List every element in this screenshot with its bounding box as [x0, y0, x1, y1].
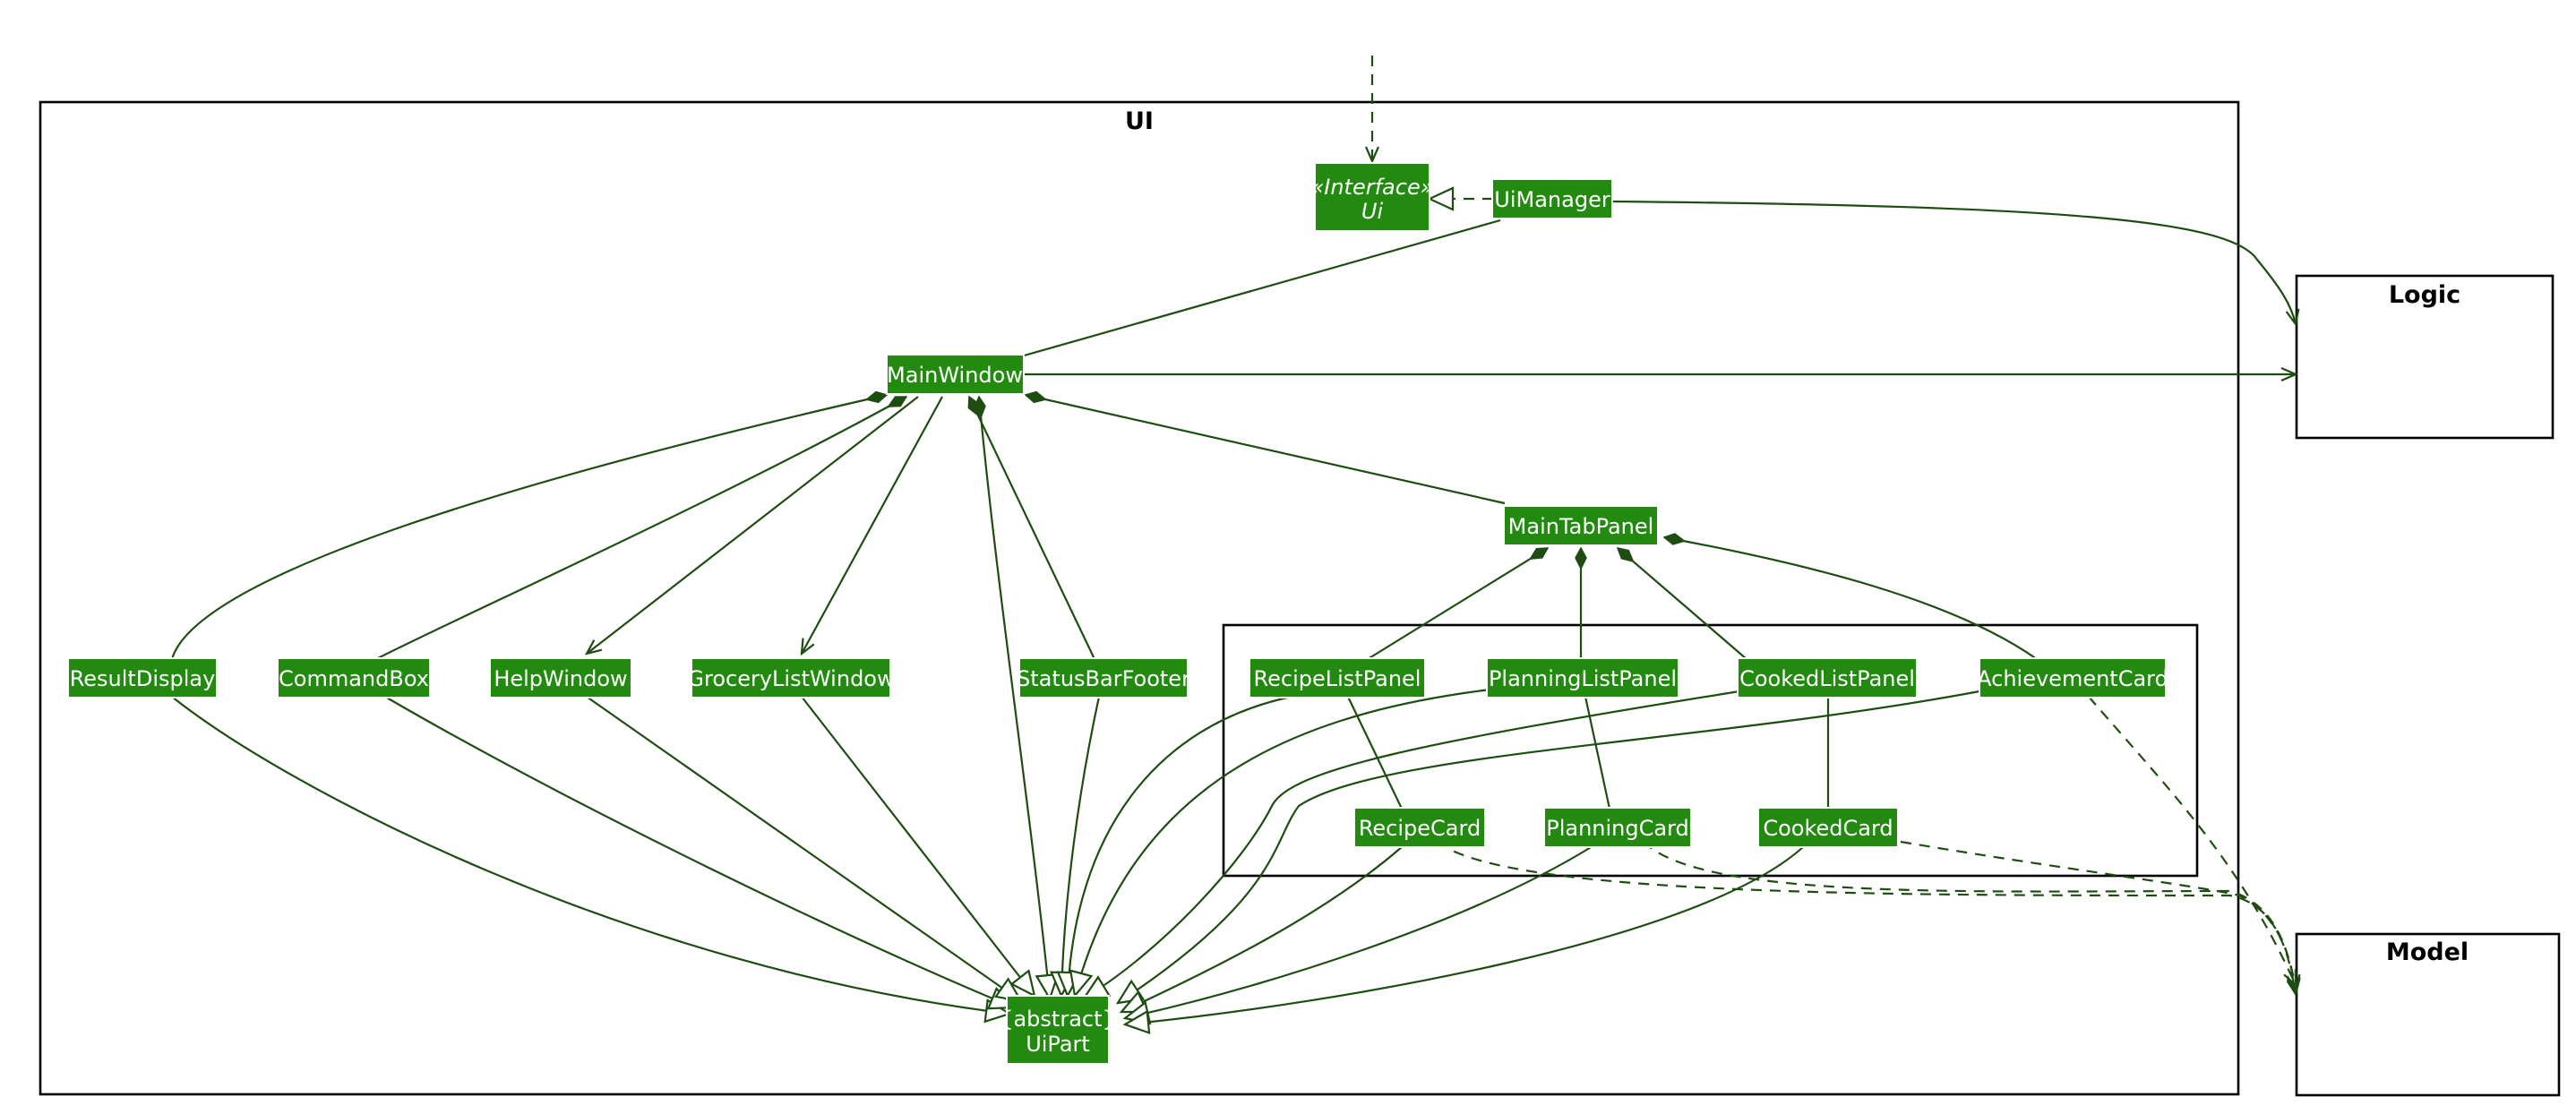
- logic-package-title: Logic: [2389, 281, 2460, 309]
- edge-recipelistpanel-uipart: [1068, 695, 1292, 996]
- edge-resultdisplay-uipart: [171, 696, 1009, 1014]
- edge-commandbox-uipart: [384, 696, 1014, 1007]
- edge-mainwindow-resultdisplay: [170, 395, 887, 660]
- help-window-name: HelpWindow: [494, 666, 627, 691]
- class-cooked-list-panel: CookedListPanel: [1737, 657, 1918, 698]
- class-recipe-card: RecipeCard: [1353, 807, 1486, 848]
- edge-maintabpanel-recipelistpanel: [1367, 547, 1548, 660]
- edge-recipelistpanel-recipecard: [1347, 696, 1403, 810]
- class-grocery-list-window: GroceryListWindow: [687, 657, 895, 698]
- edge-mainwindow-uipart: [979, 397, 1050, 998]
- edge-mainwindow-commandbox: [375, 396, 906, 660]
- ui-interface-name: Ui: [1361, 199, 1384, 224]
- edge-cookedcard-uipart: [1125, 845, 1805, 1024]
- class-main-tab-panel: MainTabPanel: [1503, 505, 1659, 546]
- class-command-box: CommandBox: [277, 657, 431, 698]
- tab-panel-container: [1222, 623, 2199, 878]
- edge-uimanager-mainwindow: [1020, 219, 1501, 358]
- logic-package: Logic: [2295, 274, 2555, 440]
- command-box-name: CommandBox: [279, 666, 429, 691]
- class-cooked-card: CookedCard: [1757, 807, 1899, 848]
- result-display-name: ResultDisplay: [70, 666, 216, 691]
- ui-interface-stereotype: «Interface»: [1310, 175, 1433, 200]
- edge-maintabpanel-cookedlistpanel: [1618, 548, 1747, 660]
- main-tab-panel-name: MainTabPanel: [1508, 514, 1654, 539]
- ui-package: UI: [39, 100, 2240, 1096]
- cooked-card-name: CookedCard: [1763, 816, 1893, 841]
- class-recipe-list-panel: RecipeListPanel: [1249, 657, 1426, 698]
- edge-planningcard-uipart: [1125, 845, 1593, 1018]
- edge-achievementcard-model: [2088, 696, 2296, 985]
- ui-part-modifier: {abstract}: [1000, 1007, 1116, 1032]
- edge-achievementcard-uipart: [1118, 690, 1980, 1003]
- status-bar-footer-name: StatusBarFooter: [1017, 666, 1190, 691]
- edge-uimanager-logic: [1611, 200, 2296, 324]
- edge-mainwindow-maintabpanel: [1026, 395, 1506, 505]
- model-package-title: Model: [2386, 938, 2469, 966]
- recipe-list-panel-name: RecipeListPanel: [1254, 666, 1421, 691]
- class-result-display: ResultDisplay: [67, 657, 218, 698]
- edge-mainwindow-helpwindow: [587, 396, 919, 654]
- model-package: Model: [2295, 932, 2561, 1097]
- class-status-bar-footer: StatusBarFooter: [1017, 657, 1190, 698]
- main-window-name: MainWindow: [887, 363, 1023, 388]
- class-achievement-card: AchievementCard: [1977, 657, 2168, 698]
- edges: [170, 56, 2296, 1024]
- recipe-card-name: RecipeCard: [1359, 816, 1481, 841]
- edge-recipecard-model: [1437, 841, 2296, 994]
- edge-mainwindow-statusbarfooter: [969, 397, 1095, 660]
- edge-planninglistpanel-uipart: [1075, 688, 1491, 996]
- edge-helpwindow-uipart: [586, 696, 1021, 1001]
- class-main-window: MainWindow: [886, 354, 1025, 395]
- planning-card-name: PlanningCard: [1546, 816, 1689, 841]
- class-ui-manager: UiManager: [1491, 178, 1613, 219]
- edge-cookedcard-model: [1900, 840, 2296, 990]
- edge-statusbarfooter-uipart: [1061, 696, 1101, 996]
- ui-package-title: UI: [1125, 107, 1154, 135]
- achievement-card-name: AchievementCard: [1977, 666, 2168, 691]
- class-planning-list-panel: PlanningListPanel: [1486, 657, 1679, 698]
- edge-maintabpanel-achievementcard: [1664, 537, 2038, 660]
- class-ui-part: {abstract} UiPart: [1000, 995, 1116, 1065]
- edge-grocerylistwindow-uipart: [801, 696, 1035, 996]
- grocery-list-window-name: GroceryListWindow: [687, 666, 894, 691]
- edge-mainwindow-grocerylistwindow: [802, 396, 943, 654]
- cooked-list-panel-name: CookedListPanel: [1739, 666, 1915, 691]
- ui-part-name: UiPart: [1026, 1032, 1090, 1057]
- edge-recipecard-uipart: [1121, 845, 1404, 1012]
- class-ui-interface: «Interface» Ui: [1310, 162, 1434, 232]
- class-planning-card: PlanningCard: [1543, 807, 1692, 848]
- class-help-window: HelpWindow: [489, 657, 632, 698]
- planning-list-panel-name: PlanningListPanel: [1489, 666, 1677, 691]
- edge-cookedlistpanel-uipart: [1084, 690, 1740, 998]
- ui-manager-name: UiManager: [1494, 187, 1610, 212]
